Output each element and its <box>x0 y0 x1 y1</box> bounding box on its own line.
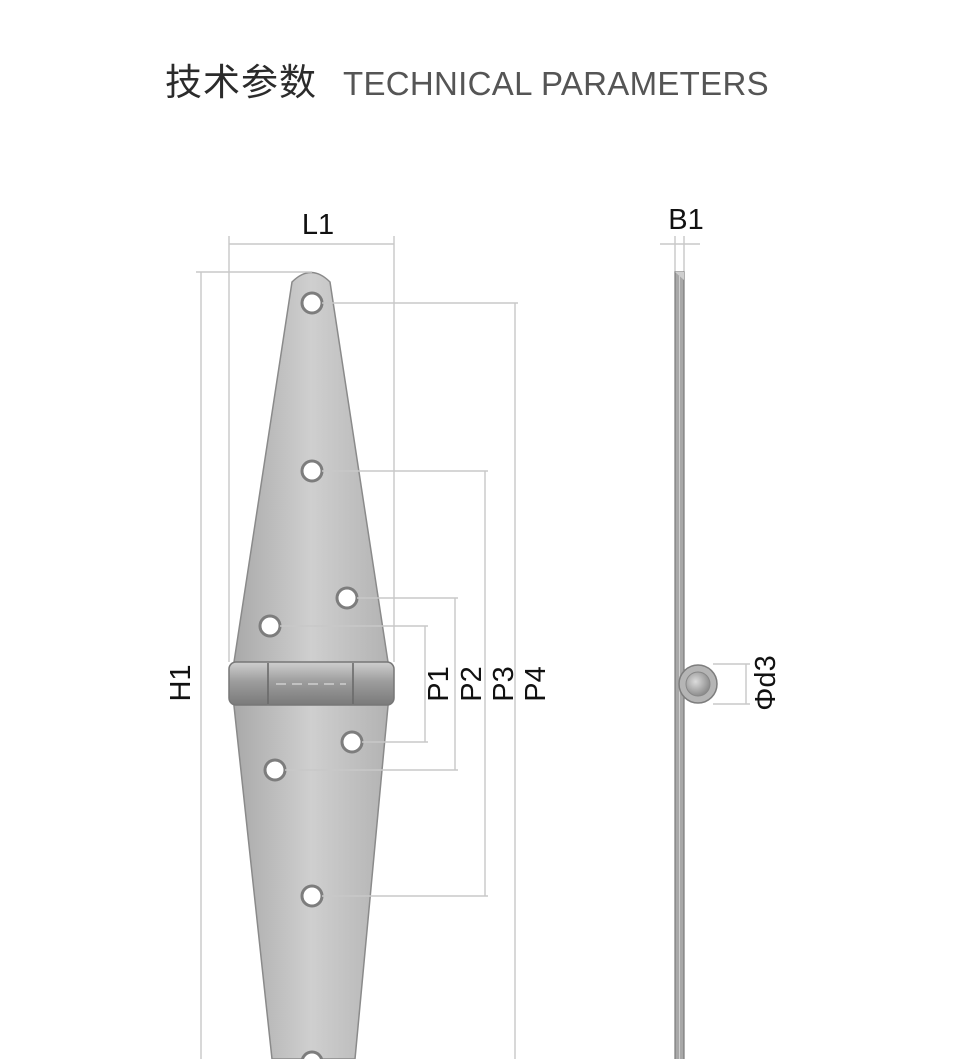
hole-2 <box>300 459 324 483</box>
section-header: 技术参数 TECHNICAL PARAMETERS <box>165 52 769 106</box>
dimension-labels: L1 H1 P1 P2 P3 P4 <box>165 209 552 702</box>
mounting-holes <box>258 291 364 1059</box>
hole-4 <box>258 614 282 638</box>
title-english: TECHNICAL PARAMETERS <box>343 65 769 102</box>
hinge-front-view <box>228 271 395 1059</box>
hole-5 <box>340 730 364 754</box>
hole-6 <box>263 758 287 782</box>
hole-7 <box>300 884 324 908</box>
label-d3: Φd3 <box>750 655 782 710</box>
label-b1: B1 <box>668 204 703 236</box>
hole-3 <box>335 586 359 610</box>
label-l1: L1 <box>302 209 334 241</box>
label-h1: H1 <box>165 664 197 701</box>
hinge-side-view: B1 Φd3 <box>660 204 782 1059</box>
side-pin <box>685 671 711 697</box>
label-p1: P1 <box>423 666 455 701</box>
label-p3: P3 <box>488 666 520 701</box>
plate-top-bevel <box>675 272 684 280</box>
hole-1 <box>300 291 324 315</box>
hole-8 <box>300 1050 324 1059</box>
label-p2: P2 <box>456 666 488 701</box>
dimension-lines <box>196 236 518 1059</box>
label-p4: P4 <box>520 666 552 701</box>
title-chinese: 技术参数 <box>165 61 317 104</box>
